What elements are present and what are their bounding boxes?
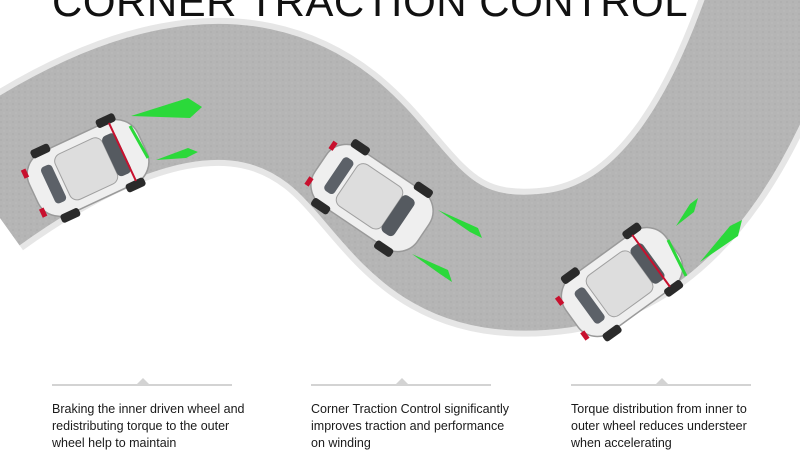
torque-arrow-small <box>676 198 698 226</box>
rear-window <box>574 287 605 324</box>
caption-text: Braking the inner driven wheel and redis… <box>52 402 245 450</box>
wheel-front-left <box>622 222 642 240</box>
caption-notch <box>136 378 150 385</box>
wheel-front-right <box>664 280 684 297</box>
car-left <box>20 113 150 223</box>
rear-window <box>324 157 354 195</box>
caption-notch <box>655 378 669 385</box>
caption-text: Corner Traction Control significantly im… <box>311 402 509 450</box>
tail-light <box>328 140 338 151</box>
page-title: CORNER TRACTION CONTROL <box>52 0 689 25</box>
torque-arrow-large <box>700 220 742 262</box>
wheel-rear-left <box>350 139 370 156</box>
tail-light <box>20 168 30 179</box>
wheel-front-right <box>125 177 146 193</box>
torque-axle-line <box>108 122 137 182</box>
torque-axle-line <box>631 234 671 288</box>
wheel-front-right <box>374 240 394 257</box>
car-middle <box>304 139 434 257</box>
torque-indicator <box>666 239 688 277</box>
wheel-rear-right <box>602 324 622 342</box>
caption-rule <box>52 384 232 386</box>
caption-notch <box>395 378 409 385</box>
car-roof <box>585 250 654 318</box>
wheel-rear-left <box>30 143 51 159</box>
wheel-front-left <box>95 113 116 128</box>
tail-light <box>554 295 565 306</box>
caption-text: Torque distribution from inner to outer … <box>571 402 747 450</box>
wheel-front-left <box>413 181 433 198</box>
tail-light <box>304 176 314 187</box>
caption-rule <box>571 384 751 386</box>
windshield <box>381 195 415 237</box>
wheel-rear-right <box>60 208 81 223</box>
wheel-rear-right <box>311 198 331 215</box>
torque-arrow-large <box>131 98 202 118</box>
caption-rule <box>311 384 491 386</box>
car-right <box>554 222 684 342</box>
windshield <box>630 243 665 284</box>
torque-arrow-small <box>156 148 198 160</box>
windshield <box>102 133 131 177</box>
torque-arrow-upper <box>438 210 482 238</box>
wheel-rear-left <box>560 267 580 284</box>
tail-light <box>580 330 590 341</box>
tail-light <box>38 207 48 218</box>
torque-indicator <box>128 125 150 159</box>
rear-window <box>40 164 67 204</box>
torque-arrow-lower <box>412 254 452 282</box>
